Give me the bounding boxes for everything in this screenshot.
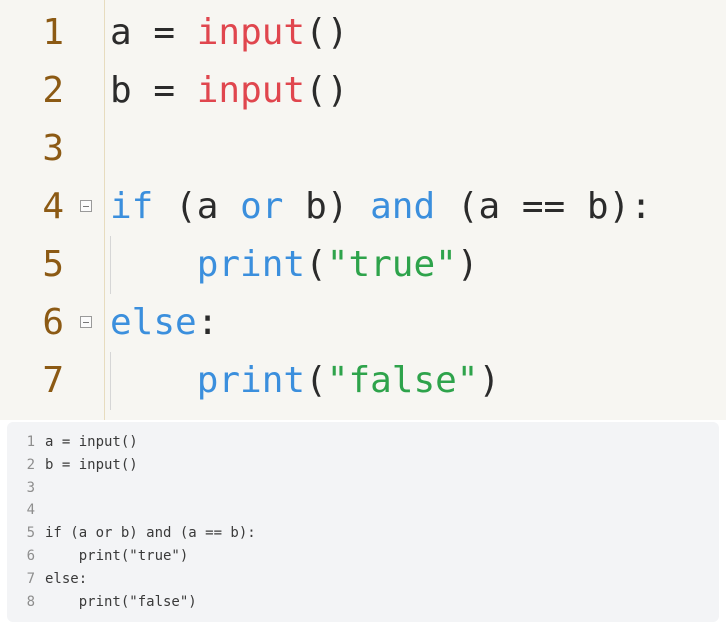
code-token: (a == b): (435, 186, 652, 227)
code-token: ( (305, 360, 327, 401)
gutter-divider (104, 0, 105, 420)
line-number: 1 (42, 12, 64, 53)
code-token: else (110, 302, 197, 343)
code-line[interactable]: 7 print("false") (0, 352, 726, 410)
code-token: "false" (326, 360, 479, 401)
fold-collapse-icon[interactable] (80, 316, 92, 328)
code-token (110, 360, 197, 401)
line-number: 3 (42, 128, 64, 169)
indent-guide (110, 236, 111, 294)
code-text: b = input() (110, 62, 348, 120)
line-number: 3 (26, 479, 35, 496)
code-token: input (196, 70, 306, 111)
code-line[interactable]: 1 a = input() (0, 4, 726, 62)
code-line[interactable]: 1 a = input() (7, 431, 719, 453)
code-token: () (305, 70, 349, 111)
code-token: print (196, 244, 306, 285)
line-number: 2 (26, 456, 35, 473)
line-number: 2 (42, 70, 64, 111)
line-number: 6 (42, 302, 64, 343)
code-text: a = input() (110, 4, 348, 62)
code-line[interactable]: 5 print("true") (0, 236, 726, 294)
code-token: = (131, 70, 197, 111)
line-number: 4 (42, 186, 64, 227)
code-line[interactable]: 7 else: (7, 568, 719, 590)
code-line[interactable]: 2 b = input() (0, 62, 726, 120)
code-token: (a (153, 186, 241, 227)
code-line[interactable]: 4 (7, 499, 719, 521)
code-line[interactable]: 5 if (a or b) and (a == b): (7, 522, 719, 544)
line-number: 1 (26, 434, 35, 450)
code-text: print("true") (45, 548, 189, 564)
code-line[interactable]: 3 (7, 477, 719, 499)
code-text: print("false") (45, 593, 197, 610)
code-line[interactable]: 4 if (a or b) and (a == b): (0, 178, 726, 236)
line-number: 7 (26, 570, 35, 587)
code-text: else: (110, 294, 218, 352)
code-line[interactable]: 6 else: (0, 294, 726, 352)
line-number: 5 (42, 244, 64, 285)
code-token: "true" (326, 244, 457, 285)
code-token: input (196, 12, 306, 53)
code-token: ) (456, 244, 479, 285)
code-token: ( (305, 244, 327, 285)
line-number: 8 (26, 593, 35, 610)
line-number: 5 (26, 525, 35, 542)
line-number: 6 (26, 548, 35, 564)
code-token: a (110, 12, 132, 53)
code-token: if (110, 186, 154, 227)
code-text: if (a or b) and (a == b): (110, 178, 652, 236)
code-token: : (196, 302, 219, 343)
line-number: 7 (42, 360, 64, 401)
code-token (110, 244, 197, 285)
code-token: or (240, 186, 284, 227)
code-text: b = input() (45, 456, 138, 473)
code-line[interactable]: 8 print("false") (7, 591, 719, 613)
code-token: = (131, 12, 197, 53)
code-token: ) (478, 360, 501, 401)
code-token: print (196, 360, 306, 401)
code-token: b) (283, 186, 371, 227)
code-token: and (370, 186, 436, 227)
line-number: 4 (26, 502, 35, 519)
code-text: else: (45, 570, 88, 587)
code-line[interactable]: 2 b = input() (7, 454, 719, 476)
fold-collapse-icon[interactable] (80, 200, 92, 212)
indent-guide (110, 352, 111, 410)
code-line[interactable]: 3 (0, 120, 726, 178)
code-text: print("false") (110, 352, 500, 410)
code-token: () (305, 12, 349, 53)
code-text: a = input() (45, 434, 138, 450)
code-token: b (110, 70, 132, 111)
code-text: if (a or b) and (a == b): (45, 525, 256, 542)
code-line[interactable]: 6 print("true") (7, 545, 719, 567)
code-text: print("true") (110, 236, 479, 294)
code-editor-small[interactable]: 1 a = input() 2 b = input() 3 4 5 if (a or b) a… (7, 422, 719, 622)
